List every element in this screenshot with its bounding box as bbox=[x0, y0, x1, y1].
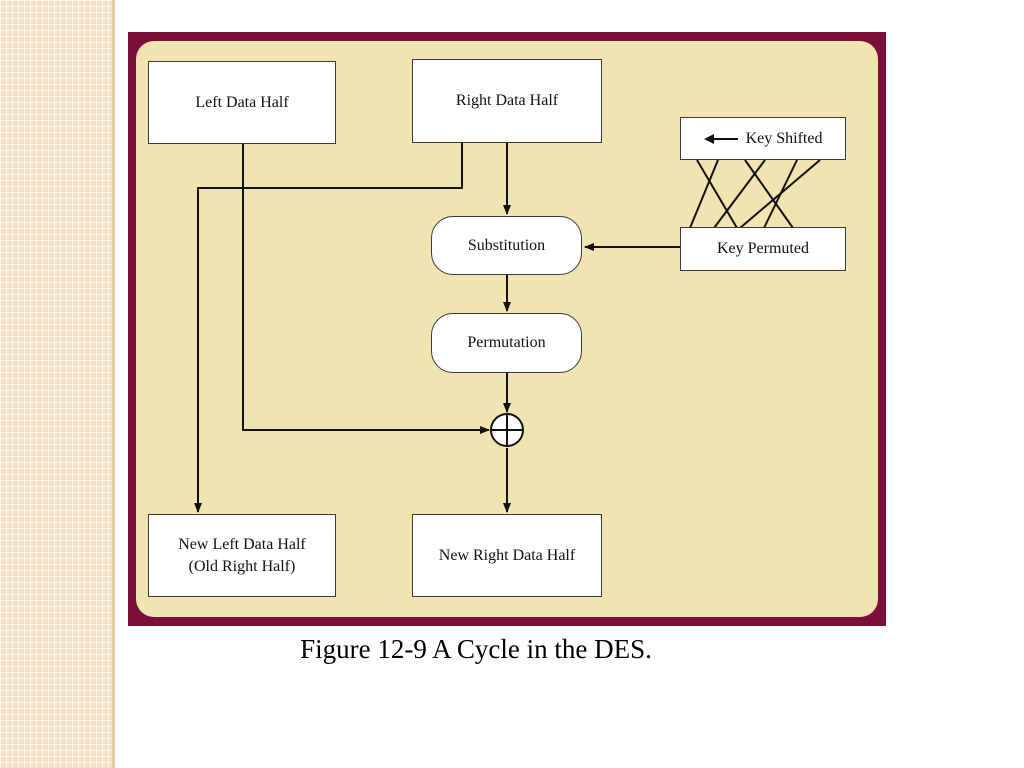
edge-right-to-new-left bbox=[194, 143, 463, 513]
left-arrow-icon bbox=[703, 133, 738, 144]
right-data-half-label: Right Data Half bbox=[455, 92, 559, 110]
key-permuted-box: Key Permuted bbox=[680, 227, 846, 271]
key-shifted-box: Key Shifted bbox=[680, 117, 846, 160]
edge-left-to-xor bbox=[242, 143, 490, 434]
new-right-data-half-box: New Right Data Half bbox=[412, 514, 602, 597]
key-permuted-label: Key Permuted bbox=[717, 240, 809, 258]
key-permutation-lines bbox=[689, 159, 821, 229]
right-data-half-box: Right Data Half bbox=[412, 59, 602, 143]
key-shifted-label: Key Shifted bbox=[745, 129, 823, 147]
permutation-label: Permutation bbox=[467, 334, 546, 352]
xor-symbol bbox=[490, 413, 524, 447]
figure-caption: Figure 12-9 A Cycle in the DES. bbox=[300, 634, 652, 664]
side-pattern-decoration bbox=[0, 0, 112, 768]
left-data-half-label: Left Data Half bbox=[195, 93, 289, 111]
new-left-data-half-label: New Left Data Half bbox=[178, 535, 306, 553]
new-left-data-half-sublabel: (Old Right Half) bbox=[188, 557, 296, 575]
new-right-data-half-label: New Right Data Half bbox=[438, 546, 576, 564]
substitution-box: Substitution bbox=[431, 216, 582, 275]
new-left-data-half-box: New Left Data Half (Old Right Half) bbox=[148, 514, 336, 597]
side-edge-decoration bbox=[112, 0, 115, 768]
substitution-label: Substitution bbox=[467, 236, 546, 254]
permutation-box: Permutation bbox=[431, 313, 582, 373]
left-data-half-box: Left Data Half bbox=[148, 61, 336, 144]
